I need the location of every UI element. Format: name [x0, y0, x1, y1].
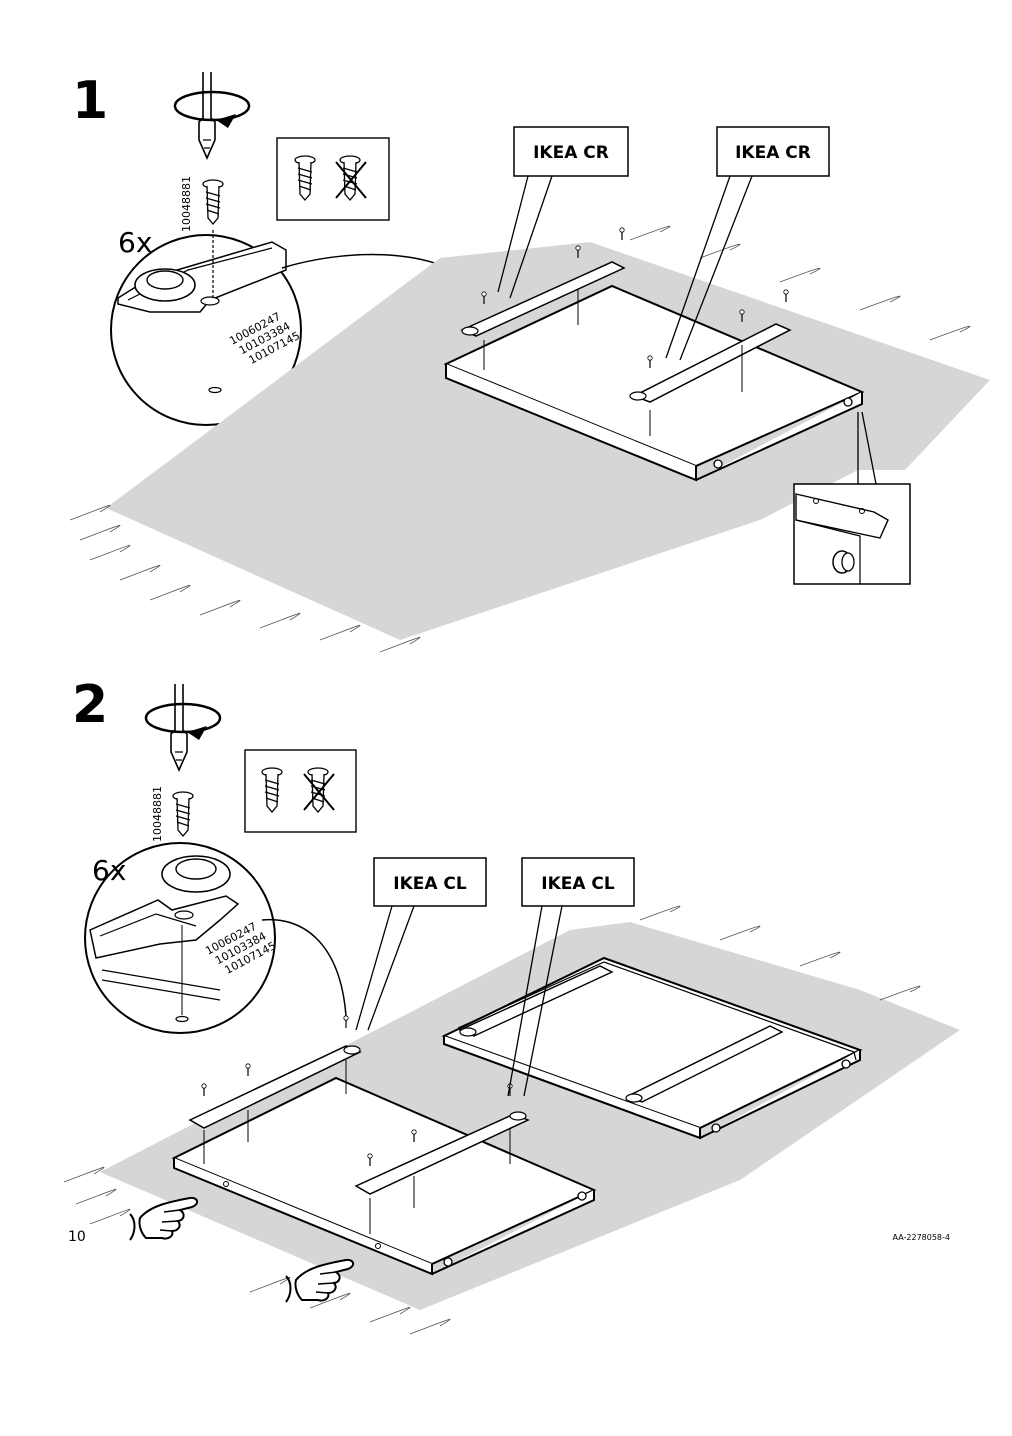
- screw-icon: [172, 791, 194, 837]
- step-2-callout-right: IKEA CL: [507, 857, 635, 1097]
- step-1-detail-circle: [110, 230, 477, 426]
- callout-label: IKEA CR: [735, 143, 811, 163]
- step-2-finished-panel: [441, 956, 863, 1140]
- screwdriver-icon: [198, 72, 216, 160]
- pointing-hand-icon: [129, 1196, 199, 1241]
- step-2-screw-part-number: 10048881: [151, 786, 164, 842]
- step-1-callout-left: IKEA CR: [497, 126, 629, 299]
- step-1-callout-right: IKEA CR: [665, 126, 830, 361]
- rotate-arrow-icon: [144, 702, 222, 740]
- rotate-arrow-icon: [173, 90, 251, 128]
- step-2-callout-left: IKEA CL: [355, 857, 487, 1031]
- step-1-quantity: 6x: [118, 226, 152, 259]
- callout-label: IKEA CL: [541, 874, 615, 894]
- step-2-number: 2: [72, 675, 108, 735]
- step-1-number: 1: [72, 71, 108, 131]
- step-2-quantity: 6x: [92, 854, 126, 887]
- page-number: 10: [68, 1229, 86, 1245]
- step-1-screw-part-number: 10048881: [180, 176, 193, 232]
- step-2-screw-check-box: [244, 749, 357, 833]
- wrong-screw-crossed-icon: [303, 767, 335, 813]
- document-code: AA-2278058-4: [892, 1233, 950, 1242]
- screwdriver-icon: [170, 684, 188, 772]
- step-1-panel: [443, 227, 865, 482]
- callout-label: IKEA CL: [393, 874, 467, 894]
- wrong-screw-crossed-icon: [335, 155, 367, 201]
- callout-label: IKEA CR: [533, 143, 609, 163]
- screw-icon: [202, 179, 224, 225]
- step-1-screw-check-box: [276, 137, 390, 221]
- step-2-panel: [171, 1015, 597, 1276]
- step-1-detail-inset: [793, 411, 911, 585]
- step-2-detail-circle: [84, 842, 347, 1034]
